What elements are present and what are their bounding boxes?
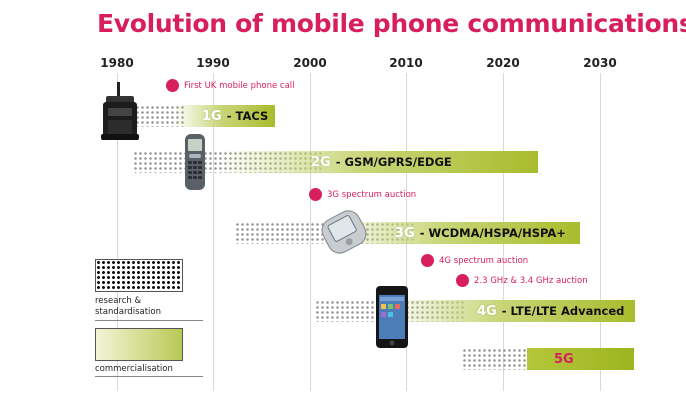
event-marker-icon: [421, 254, 434, 267]
event-label: First UK mobile phone call: [184, 80, 295, 91]
generation-bar-3g: 3G - WCDMA/HSPA/HSPA+: [235, 222, 580, 244]
generation-bar-4g: 4G - LTE/LTE Advanced: [315, 300, 635, 322]
generation-sep: -: [419, 226, 429, 240]
event-marker-icon: [309, 188, 322, 201]
legend-swatch-commercial: [95, 328, 183, 361]
legend-label-research: research & standardisation: [95, 296, 161, 317]
event-marker-icon: [456, 274, 469, 287]
generation-name: GSM/GPRS/EDGE: [344, 155, 452, 169]
commercial-segment: [527, 348, 634, 370]
event-label: 3G spectrum auction: [327, 189, 417, 200]
year-2010: 2010: [389, 56, 423, 70]
legend-divider: [95, 376, 203, 377]
gridline: [213, 73, 214, 391]
generation-sep: -: [226, 109, 236, 123]
generation-sep: -: [335, 155, 345, 169]
year-2000: 2000: [293, 56, 327, 70]
event-marker-icon: [166, 79, 179, 92]
generation-bar-2g: 2G - GSM/GPRS/EDGE: [133, 151, 538, 173]
research-segment: [462, 348, 532, 370]
generation-bar-5g: 5G: [462, 348, 634, 370]
generation-label: 1G - TACS: [202, 105, 268, 127]
generation-bar-1g: 1G - TACS: [130, 105, 275, 127]
event-label: 4G spectrum auction: [439, 255, 529, 266]
generation-name: LTE/LTE Advanced: [510, 304, 625, 318]
commercial-segment: [325, 222, 580, 244]
generation-code: 1G: [202, 108, 222, 124]
smartphone-icon: [376, 286, 408, 348]
generation-label: 5G: [554, 348, 574, 370]
legend-label-commercial: commercialisation: [95, 364, 173, 374]
commercial-segment: [218, 151, 538, 173]
commercial-segment: [385, 300, 635, 322]
research-segment: [130, 105, 185, 127]
commercial-segment: [175, 105, 275, 127]
generation-name: WCDMA/HSPA/HSPA+: [428, 226, 566, 240]
pda-phone-icon: [321, 210, 367, 254]
event-first-uk-call: First UK mobile phone call: [166, 79, 295, 92]
event-3g-auction: 3G spectrum auction: [309, 188, 416, 201]
nokia-phone-icon: [185, 134, 205, 190]
generation-label: 4G - LTE/LTE Advanced: [477, 300, 624, 322]
gridline: [117, 73, 118, 391]
legend-swatch-research: [95, 259, 183, 292]
generation-code: 5G: [554, 351, 574, 367]
diagram-title: Evolution of mobile phone communications: [97, 9, 686, 38]
generation-code: 3G: [395, 225, 415, 241]
year-2030: 2030: [583, 56, 617, 70]
generation-code: 2G: [311, 154, 331, 170]
generation-code: 4G: [477, 303, 497, 319]
event-ghz-auction: 2.3 GHz & 3.4 GHz auction: [456, 274, 588, 287]
generation-sep: -: [501, 304, 511, 318]
brick-phone-icon: [101, 82, 139, 140]
gridline: [600, 73, 601, 391]
generation-label: 3G - WCDMA/HSPA/HSPA+: [395, 222, 566, 244]
generation-name: TACS: [235, 109, 269, 123]
year-2020: 2020: [486, 56, 520, 70]
year-1990: 1990: [196, 56, 230, 70]
event-label: 2.3 GHz & 3.4 GHz auction: [474, 275, 588, 286]
year-1980: 1980: [100, 56, 134, 70]
generation-label: 2G - GSM/GPRS/EDGE: [311, 151, 452, 173]
event-4g-auction: 4G spectrum auction: [421, 254, 528, 267]
legend-divider: [95, 320, 203, 321]
